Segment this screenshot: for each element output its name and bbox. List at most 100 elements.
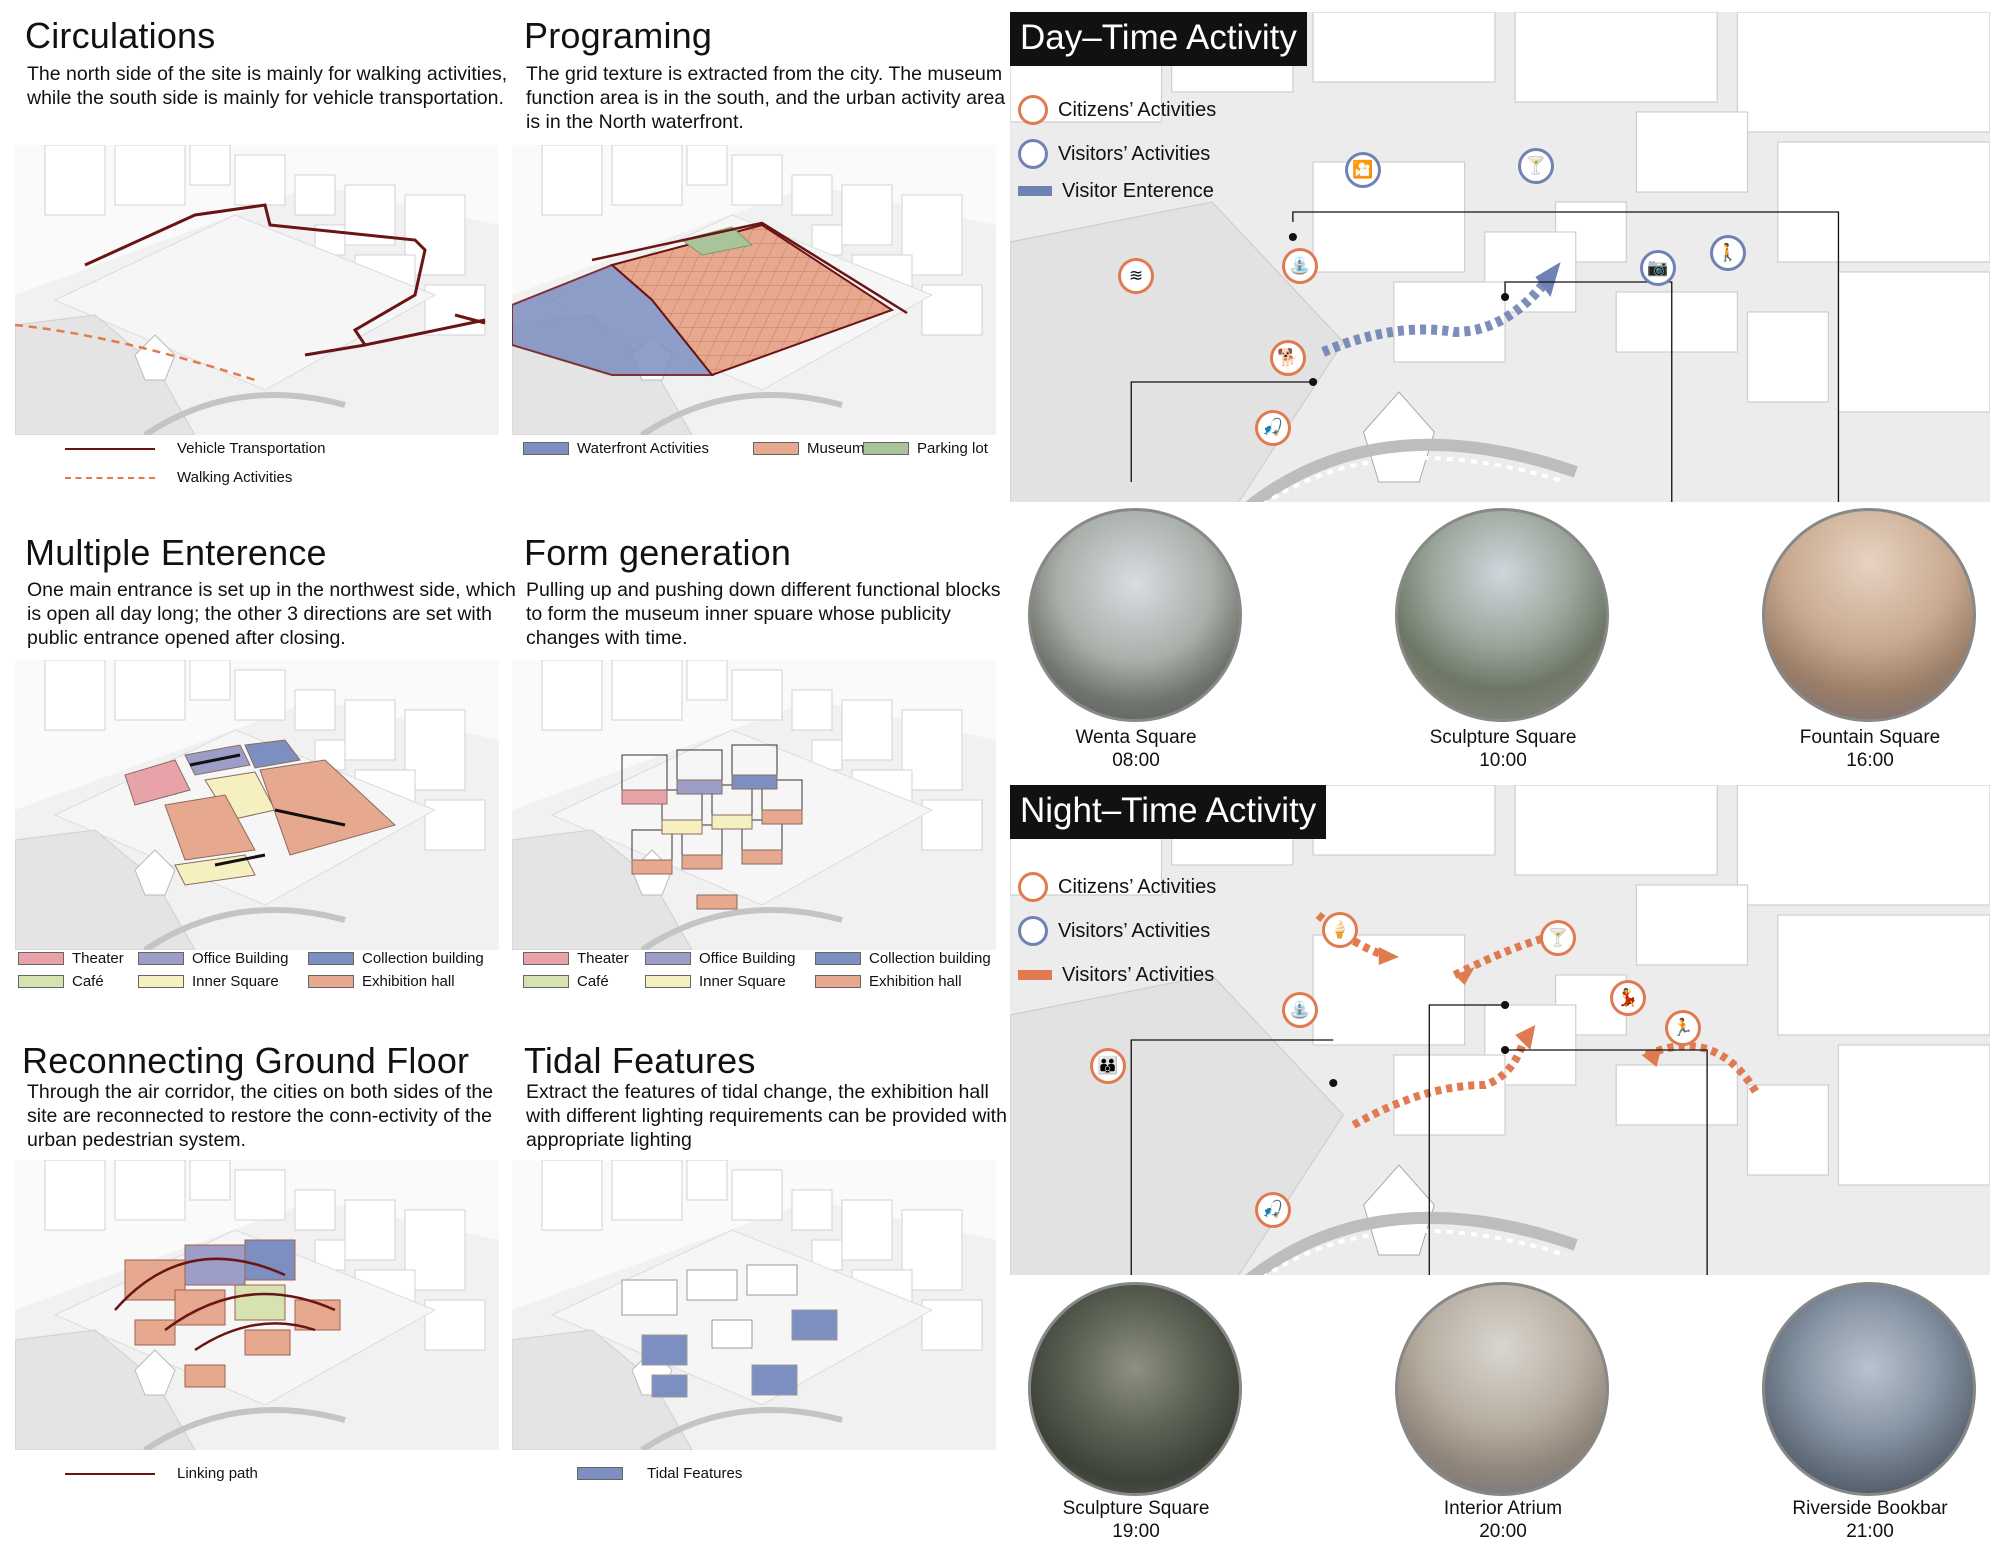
legend-item: Museum — [753, 440, 865, 457]
legend-label: Inner Square — [192, 973, 279, 990]
legend-item: Parking lot — [863, 440, 988, 457]
night-title: Night–Time Activity — [1010, 785, 1327, 839]
legend-label: Inner Square — [699, 973, 786, 990]
legend-label: Visitor Enterence — [1062, 179, 1214, 202]
legend-label: Exhibition hall — [869, 973, 962, 990]
view-name: Sculpture Square — [1062, 1498, 1210, 1519]
ice-cream-icon[interactable]: 🍦 — [1322, 912, 1358, 948]
legend-item: Exhibition hall — [308, 973, 455, 990]
legend-item: Inner Square — [138, 973, 279, 990]
view-name: Sculpture Square — [1429, 727, 1577, 748]
panel-description: Extract the features of tidal change, th… — [526, 1081, 1007, 1151]
view-time: 21:00 — [1846, 1521, 1894, 1542]
legend-label: Theater — [577, 950, 629, 967]
cinema-icon[interactable]: 🎦 — [1345, 152, 1381, 188]
legend-label: Café — [577, 973, 609, 990]
interior-atrium-photo[interactable] — [1395, 1282, 1609, 1496]
legend-label: Visitors’ Activities — [1058, 142, 1211, 165]
dancing-icon[interactable]: 💃 — [1610, 980, 1646, 1016]
legend-swatch — [863, 442, 909, 455]
fishing-icon[interactable]: 🎣 — [1255, 1192, 1291, 1228]
sculpture-square-photo[interactable] — [1395, 508, 1609, 722]
legend-label: Tidal Features — [647, 1465, 743, 1482]
view-time: 10:00 — [1479, 750, 1527, 771]
legend-label: Office Building — [192, 950, 289, 967]
legend-swatch — [753, 442, 799, 455]
wenta-square-photo[interactable] — [1028, 508, 1242, 722]
legend-label: Waterfront Activities — [577, 440, 709, 457]
legend-swatch — [18, 975, 64, 988]
family-icon[interactable]: 👪 — [1090, 1048, 1126, 1084]
circulation-diagram — [15, 145, 499, 435]
dog-walking-icon[interactable]: 🐕 — [1270, 340, 1306, 376]
legend-row: Visitors’ Activities — [1018, 132, 1216, 176]
legend-swatch — [645, 975, 691, 988]
legend-swatch — [815, 952, 861, 965]
legend-label: Walking Activities — [177, 469, 293, 486]
view-time: 20:00 — [1479, 1521, 1527, 1542]
legend-label: Visitors’ Activities — [1058, 919, 1211, 942]
legend-label: Office Building — [699, 950, 796, 967]
legend-label: Museum — [807, 440, 865, 457]
legend-label: Café — [72, 973, 104, 990]
view-time: 08:00 — [1112, 750, 1160, 771]
day-legend: Citizens’ Activities Visitors’ Activitie… — [1018, 88, 1216, 206]
legend-label: Citizens’ Activities — [1058, 875, 1217, 898]
tidal-diagram — [512, 1160, 996, 1450]
legend-item: Office Building — [138, 950, 288, 967]
legend-swatch — [308, 975, 354, 988]
fountain-icon[interactable]: ⛲ — [1282, 248, 1318, 284]
legend-line-solid — [65, 447, 155, 450]
legend-label: Collection building — [362, 950, 484, 967]
reconnecting-diagram — [15, 1160, 499, 1450]
legend-swatch — [138, 952, 184, 965]
legend-label: Vehicle Transportation — [177, 440, 326, 457]
legend-label: Exhibition hall — [362, 973, 455, 990]
legend-item: Café — [18, 973, 104, 990]
entrance-diagram — [15, 660, 499, 950]
day-title: Day–Time Activity — [1010, 12, 1307, 66]
sightseeing-icon[interactable]: 🚶 — [1710, 235, 1746, 271]
citizens-ring-icon — [1018, 872, 1048, 902]
legend-swatch — [577, 1467, 623, 1480]
view-time: 16:00 — [1846, 750, 1894, 771]
fishing-icon[interactable]: 🎣 — [1255, 410, 1291, 446]
legend-line-dashed — [65, 476, 155, 479]
legend-row: Citizens’ Activities — [1018, 865, 1216, 909]
panel-description: Through the air corridor, the cities on … — [27, 1081, 494, 1151]
legend-item: Office Building — [645, 950, 795, 967]
visitor-activity-bar-icon — [1018, 970, 1052, 980]
water-wave-icon[interactable]: ≋ — [1118, 258, 1154, 294]
legend-item: Café — [523, 973, 609, 990]
legend-swatch — [18, 952, 64, 965]
photography-icon[interactable]: 📷 — [1640, 250, 1676, 286]
view-name: Interior Atrium — [1443, 1498, 1563, 1519]
legend-item: Walking Activities — [65, 469, 292, 486]
legend-label: Linking path — [177, 1465, 258, 1482]
legend-item: Collection building — [308, 950, 484, 967]
running-icon[interactable]: 🏃 — [1665, 1010, 1701, 1046]
fountain-square-photo[interactable] — [1762, 508, 1976, 722]
panel-description: Pulling up and pushing down different fu… — [526, 579, 1001, 649]
fountain-icon[interactable]: ⛲ — [1282, 992, 1318, 1028]
cocktail-icon[interactable]: 🍸 — [1540, 920, 1576, 956]
form-generation-diagram — [512, 660, 996, 950]
legend-row: Citizens’ Activities — [1018, 88, 1216, 132]
legend-swatch — [523, 952, 569, 965]
sculpture-square-night-photo[interactable] — [1028, 1282, 1242, 1496]
legend-item: Collection building — [815, 950, 991, 967]
riverside-bookbar-photo[interactable] — [1762, 1282, 1976, 1496]
day-map — [1010, 12, 1990, 502]
panel-description: The north side of the site is mainly for… — [27, 63, 508, 109]
programing-diagram — [512, 145, 996, 435]
legend-label: Parking lot — [917, 440, 988, 457]
panel-description: The grid texture is extracted from the c… — [526, 63, 1006, 133]
legend-item: Vehicle Transportation — [65, 440, 325, 457]
cocktail-icon[interactable]: 🍸 — [1518, 148, 1554, 184]
night-map — [1010, 785, 1990, 1275]
